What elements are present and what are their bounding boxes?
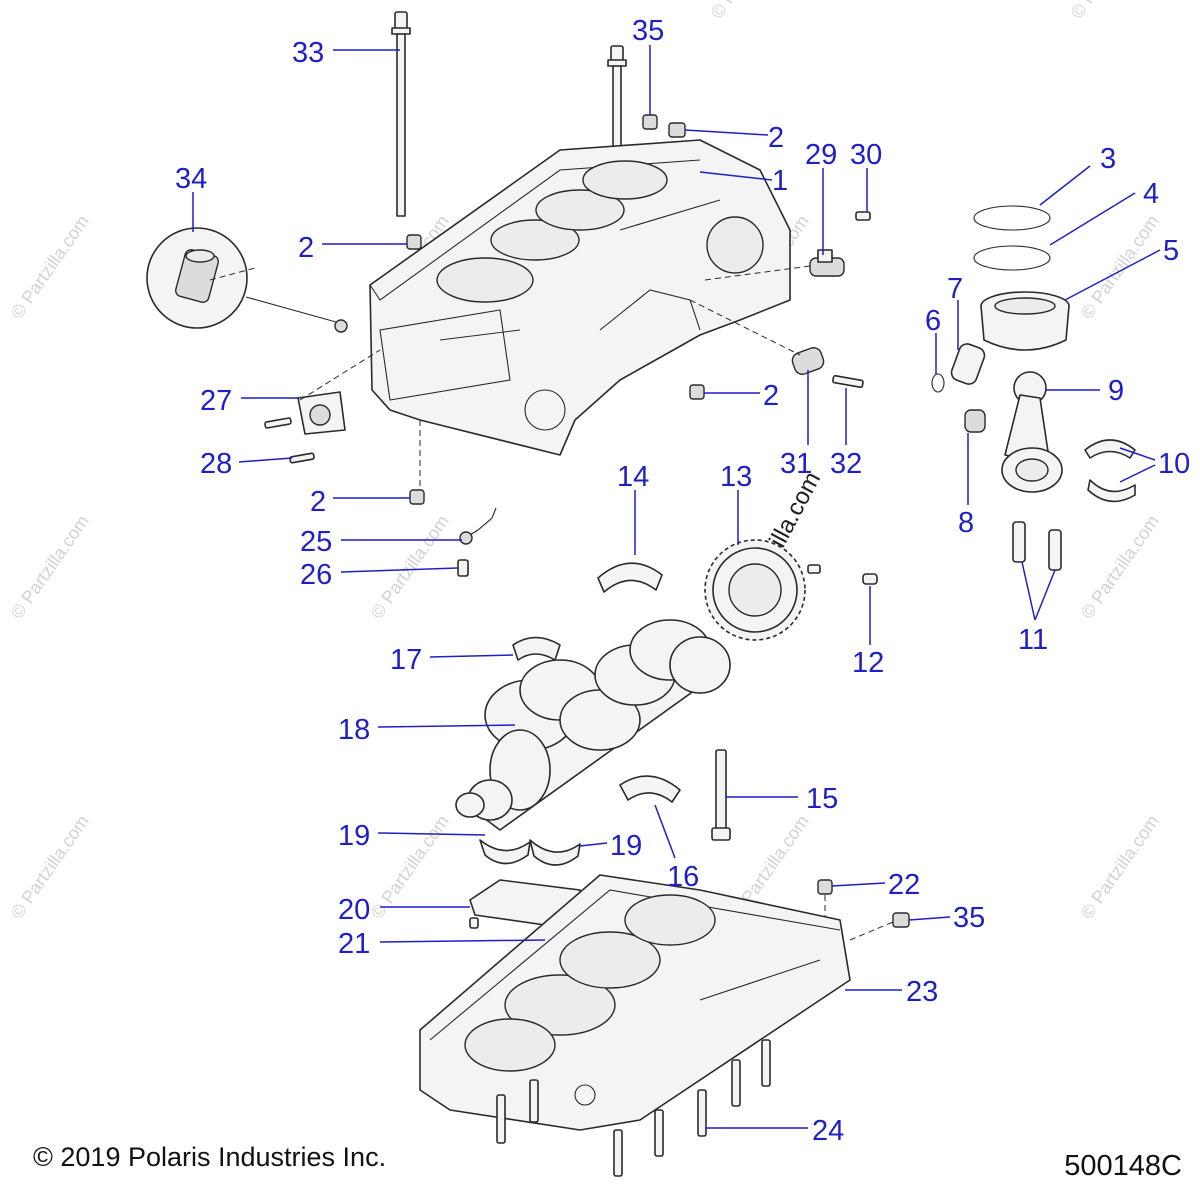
dowel-2-mid bbox=[689, 384, 705, 400]
callout-1: 1 bbox=[772, 165, 788, 197]
watermark: © Partzilla.com bbox=[7, 211, 93, 322]
bearing-19a bbox=[479, 839, 531, 865]
screw-30 bbox=[855, 211, 871, 221]
ring-4 bbox=[973, 245, 1051, 271]
callout-3: 3 bbox=[1100, 143, 1116, 175]
callout-31: 31 bbox=[780, 448, 812, 480]
callout-5: 5 bbox=[1163, 235, 1179, 267]
bearing-19b bbox=[529, 839, 581, 866]
bolt-27 bbox=[264, 417, 292, 429]
dowel-35-lower bbox=[892, 912, 910, 928]
head-bolt-long-33 bbox=[391, 11, 411, 217]
callout-13: 13 bbox=[720, 461, 752, 493]
callout-26: 26 bbox=[300, 559, 332, 591]
screw-12 bbox=[862, 573, 878, 585]
callout-17: 17 bbox=[390, 644, 422, 676]
callout-19b: 19 bbox=[610, 830, 642, 862]
callout-15: 15 bbox=[806, 783, 838, 815]
clip-6 bbox=[931, 373, 945, 393]
bolts-24 bbox=[496, 1039, 771, 1177]
sprocket-13 bbox=[704, 539, 806, 641]
bearing-17 bbox=[512, 636, 561, 661]
bearing-14 bbox=[597, 562, 663, 593]
callout-29: 29 bbox=[805, 139, 837, 171]
pin-7 bbox=[950, 343, 986, 385]
watermark-layer: © Partzilla.com © Partzilla.com © Partzi… bbox=[7, 0, 1163, 922]
callout-9: 9 bbox=[1108, 375, 1124, 407]
dowel-35-top bbox=[642, 114, 658, 130]
watermark: © Partzilla.com bbox=[707, 0, 793, 22]
leader-lines bbox=[192, 45, 1161, 1129]
callout-22: 22 bbox=[888, 869, 920, 901]
conrod-bolts-11 bbox=[1012, 521, 1062, 571]
piston-5 bbox=[980, 291, 1070, 351]
callout-19a: 19 bbox=[338, 820, 370, 852]
sleeve-detail-34 bbox=[146, 227, 348, 333]
callout-21: 21 bbox=[338, 928, 370, 960]
callout-14: 14 bbox=[617, 461, 649, 493]
cover-27 bbox=[297, 391, 346, 435]
sensor-29 bbox=[809, 249, 845, 277]
crankcase-23 bbox=[419, 874, 851, 1131]
callout-8: 8 bbox=[958, 507, 974, 539]
callout-20: 20 bbox=[338, 894, 370, 926]
bearing-16 bbox=[619, 775, 681, 803]
bolt-15 bbox=[711, 749, 731, 841]
cylinder-block-1 bbox=[369, 139, 791, 456]
callout-24: 24 bbox=[812, 1115, 844, 1147]
bolt-28 bbox=[289, 452, 315, 464]
bolt-32 bbox=[832, 374, 864, 389]
callout-2c: 2 bbox=[763, 380, 779, 412]
watermark: © Partzilla.com bbox=[367, 511, 453, 622]
watermark: © Partzilla.com bbox=[367, 811, 453, 922]
callout-10: 10 bbox=[1158, 448, 1190, 480]
callout-27: 27 bbox=[200, 385, 232, 417]
watermark: © Partzilla.com bbox=[1067, 0, 1153, 22]
callout-32: 32 bbox=[830, 448, 862, 480]
conrod-9 bbox=[1001, 371, 1063, 493]
clip-25 bbox=[459, 507, 497, 545]
watermark: © Partzilla.com bbox=[1077, 811, 1163, 922]
callout-28: 28 bbox=[200, 448, 232, 480]
callout-35a: 35 bbox=[632, 15, 664, 47]
crankshaft-18 bbox=[455, 619, 731, 831]
watermark: © Partzilla.com bbox=[1077, 211, 1163, 322]
screw-13 bbox=[807, 564, 821, 574]
callout-18: 18 bbox=[338, 714, 370, 746]
diagram-code: 500148C bbox=[1064, 1150, 1182, 1182]
callout-6: 6 bbox=[925, 305, 941, 337]
dowel-2-left bbox=[406, 234, 422, 250]
callout-7: 7 bbox=[947, 273, 963, 305]
callout-34: 34 bbox=[175, 163, 207, 195]
callout-35b: 35 bbox=[953, 902, 985, 934]
callout-4: 4 bbox=[1143, 178, 1159, 210]
callout-12: 12 bbox=[852, 647, 884, 679]
callout-2a: 2 bbox=[768, 122, 784, 154]
dowel-2-lower bbox=[409, 489, 425, 505]
watermark: © Partzilla.com bbox=[7, 511, 93, 622]
dowel-22 bbox=[817, 879, 833, 895]
callout-25: 25 bbox=[300, 526, 332, 558]
screw-26 bbox=[457, 559, 469, 577]
callout-11: 11 bbox=[1018, 624, 1048, 656]
callout-2d: 2 bbox=[310, 486, 326, 518]
callout-16: 16 bbox=[667, 861, 699, 893]
callout-30: 30 bbox=[850, 139, 882, 171]
fitting-31 bbox=[791, 347, 825, 375]
copyright-text: © 2019 Polaris Industries Inc. bbox=[33, 1142, 387, 1172]
callout-23: 23 bbox=[906, 976, 938, 1008]
watermark: © Partzilla.com bbox=[1077, 511, 1163, 622]
callout-33: 33 bbox=[292, 37, 324, 69]
callout-2b: 2 bbox=[298, 232, 314, 264]
bearing-10 bbox=[1084, 439, 1136, 503]
dowel-2-top bbox=[668, 122, 686, 138]
ring-3 bbox=[973, 205, 1051, 231]
watermark: © Partzilla.com bbox=[7, 811, 93, 922]
bushing-8 bbox=[964, 409, 986, 433]
